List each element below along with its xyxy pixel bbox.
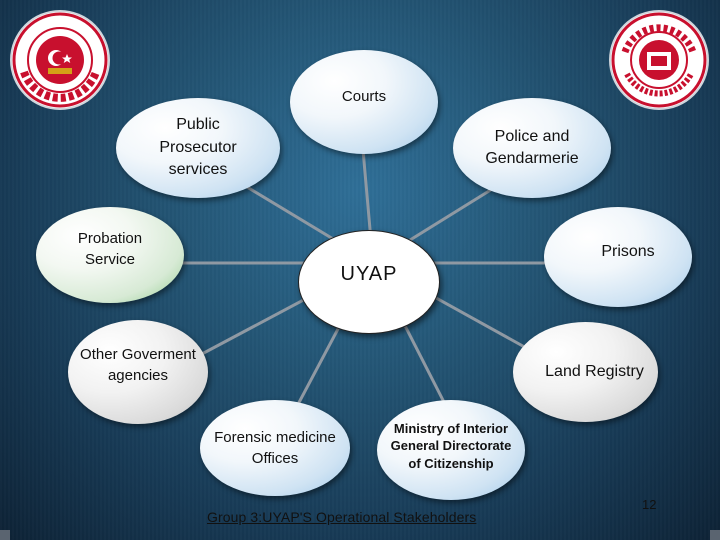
- node-land-registry: Land Registry: [513, 322, 658, 422]
- corner-mark-bottom-left: [0, 530, 10, 540]
- node-ministry-line-1: Ministry of Interior: [393, 420, 509, 436]
- node-probation-line-2: Service: [84, 251, 136, 268]
- node-other-government-line-2: agencies: [107, 367, 169, 384]
- node-probation-line-1: Probation: [77, 230, 143, 247]
- node-ministry-line-2: General Directorate: [390, 438, 512, 454]
- node-forensic-medicine: Forensic medicine Offices: [200, 400, 350, 496]
- node-other-government-text: Other Goverment agencies: [80, 344, 196, 386]
- node-public-prosecutor: Public Prosecutor services: [116, 98, 280, 198]
- page-number: 12: [642, 497, 657, 512]
- node-police-text: Police and Gendarmerie: [485, 126, 578, 171]
- node-prisons-label: Prisons: [601, 242, 655, 260]
- node-courts-label: Courts: [341, 87, 387, 105]
- node-center-label: UYAP: [340, 263, 398, 285]
- node-public-prosecutor-line-2: Prosecutor: [159, 138, 237, 156]
- corner-mark-bottom-right: [710, 530, 720, 540]
- it-department-logo-right: [611, 12, 707, 108]
- node-police-gendarmerie: Police and Gendarmerie: [453, 98, 611, 198]
- node-forensic-text: Forensic medicine Offices: [214, 427, 336, 469]
- node-center-uyap: UYAP: [298, 230, 440, 334]
- justice-emblem-icon: [12, 12, 108, 108]
- it-department-emblem-icon: [611, 12, 707, 108]
- node-land-registry-label: Land Registry: [545, 362, 644, 380]
- node-ministry-text: Ministry of Interior General Directorate…: [391, 420, 512, 473]
- node-public-prosecutor-text: Public Prosecutor services: [159, 114, 236, 181]
- node-public-prosecutor-line-1: Public: [176, 116, 220, 134]
- ministry-logo-left: [12, 12, 108, 108]
- node-public-prosecutor-line-3: services: [168, 161, 228, 179]
- node-other-government: Other Goverment agencies: [68, 320, 208, 424]
- node-forensic-line-2: Offices: [251, 450, 299, 467]
- node-probation-text: Probation Service: [78, 228, 142, 270]
- node-courts: Courts: [290, 50, 438, 154]
- node-police-line-1: Police and: [494, 127, 570, 145]
- node-other-government-line-1: Other Goverment: [80, 346, 196, 363]
- node-police-line-2: Gendarmerie: [485, 150, 579, 167]
- node-ministry-interior: Ministry of Interior General Directorate…: [377, 400, 525, 500]
- node-ministry-line-3: of Citizenship: [408, 455, 494, 471]
- slide-caption: Group 3:UYAP'S Operational Stakeholders: [207, 509, 477, 525]
- node-prisons: Prisons: [544, 207, 692, 307]
- node-forensic-line-1: Forensic medicine: [214, 429, 336, 446]
- node-probation-service: Probation Service: [36, 207, 184, 303]
